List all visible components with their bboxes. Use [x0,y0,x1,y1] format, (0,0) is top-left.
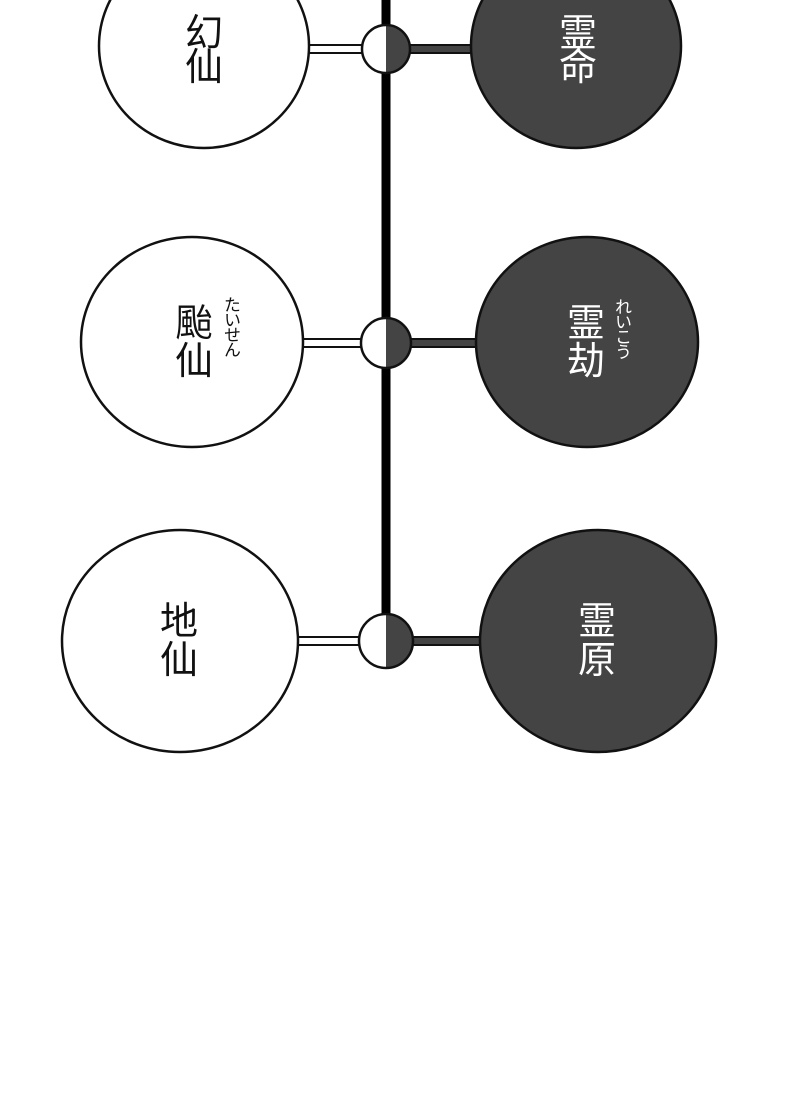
right-label-3-char-2: 原 [578,638,616,682]
right-label-2-char-1: 霊 [567,301,605,345]
left-connector-1 [305,44,367,54]
left-label-3-char-1: 地 [160,599,198,643]
row-1: 幻 仙 霊 命 [97,0,683,150]
right-label-2-ruby: れいこう [611,298,631,360]
right-node-1 [469,0,683,150]
left-label-2-char-1: 颱 [175,301,213,345]
left-connector-3 [295,636,367,646]
left-node-3 [60,528,300,754]
left-label-2-char-2: 仙 [175,339,213,383]
left-node-1 [97,0,311,150]
junction-2 [359,316,413,370]
right-connector-2 [405,338,482,348]
right-label-3-char-1: 霊 [578,599,616,643]
left-label-3-char-2: 仙 [160,638,198,682]
left-label-1-char-1: 幻 [185,11,223,55]
right-node-2 [474,235,700,449]
left-node-2 [79,235,305,449]
row-3: 地 仙 霊 原 [60,528,718,754]
right-label-1-char-2: 命 [559,45,597,89]
junction-3 [357,612,415,670]
right-label-1-char-1: 霊 [559,11,597,55]
left-connector-2 [300,338,367,348]
right-label-2-char-2: 劫 [567,339,605,383]
row-2: 颱 仙 たいせん 霊 劫 れいこう [79,235,700,449]
junction-1 [360,23,412,75]
right-node-3 [478,528,718,754]
right-connector-3 [405,636,487,646]
left-label-2-ruby: たいせん [220,296,241,357]
left-label-1-char-2: 仙 [185,45,223,89]
right-connector-1 [405,44,477,54]
